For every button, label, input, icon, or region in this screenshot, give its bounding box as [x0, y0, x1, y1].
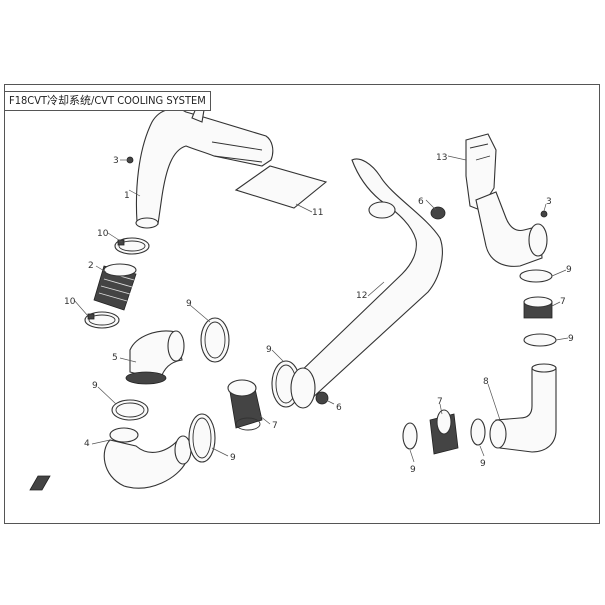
part-10-clamp-upper: [114, 237, 150, 255]
callout-9h: 9: [480, 459, 486, 469]
callout-10b: 10: [64, 297, 76, 307]
part-4-lower-duct: [103, 427, 192, 489]
part-right-upper-duct: [475, 191, 548, 267]
callout-13: 13: [436, 153, 447, 163]
part-10-clamp-lower: [84, 311, 120, 329]
part-7-sleeve-right-upper: [523, 296, 553, 319]
callout-9a: 9: [186, 299, 192, 309]
callout-12: 12: [356, 291, 367, 301]
part-1-intake-duct: [135, 107, 274, 229]
brand-logo-icon: [29, 475, 51, 491]
callout-7c: 7: [437, 397, 443, 407]
part-9-clamp-f: [523, 333, 557, 347]
part-7-sleeve-right-lower: [429, 409, 459, 455]
leader-lines: [73, 155, 569, 463]
part-9-clamp-g: [402, 422, 418, 450]
callout-6b: 6: [336, 403, 342, 413]
callout-2: 2: [88, 261, 94, 271]
part-8-lower-elbow: [489, 363, 557, 453]
part-9-clamp-a: [200, 317, 230, 363]
part-12-long-duct: [290, 158, 443, 409]
callout-11: 11: [312, 208, 323, 218]
callout-5: 5: [112, 353, 118, 363]
callout-9f: 9: [568, 334, 574, 344]
diagram-title: F18CVT冷却系统/CVT COOLING SYSTEM: [4, 91, 211, 111]
part-3-screw-right: [540, 210, 548, 218]
part-7-sleeve-left: [227, 379, 263, 431]
part-9-clamp-b: [111, 399, 149, 421]
callout-8: 8: [483, 377, 489, 387]
part-2-bellows: [93, 263, 137, 311]
callout-9g: 9: [410, 465, 416, 475]
callout-7a: 7: [272, 421, 278, 431]
callout-9d: 9: [266, 345, 272, 355]
callout-1: 1: [124, 191, 130, 201]
callout-10a: 10: [97, 229, 109, 239]
part-9-clamp-h: [470, 418, 486, 446]
callout-4: 4: [84, 439, 90, 449]
callout-labels: 1 2 3 3 4 5 6 6 7 7 7 8 9 9 9 9 9 9 9 9 …: [64, 153, 574, 475]
callout-9e: 9: [566, 265, 572, 275]
callout-9b: 9: [92, 381, 98, 391]
part-6-grommet-lower: [315, 391, 329, 405]
callout-3a: 3: [113, 156, 119, 166]
part-9-clamp-e: [519, 269, 553, 283]
callout-9c: 9: [230, 453, 236, 463]
callout-3b: 3: [546, 197, 552, 207]
part-6-grommet-upper: [430, 206, 446, 220]
diagram-frame: [4, 84, 600, 524]
part-5-elbow: [125, 330, 185, 385]
callout-7b: 7: [560, 297, 566, 307]
callout-6a: 6: [418, 197, 424, 207]
part-11-foam-pad: [234, 165, 328, 209]
part-9-clamp-c: [188, 413, 216, 463]
